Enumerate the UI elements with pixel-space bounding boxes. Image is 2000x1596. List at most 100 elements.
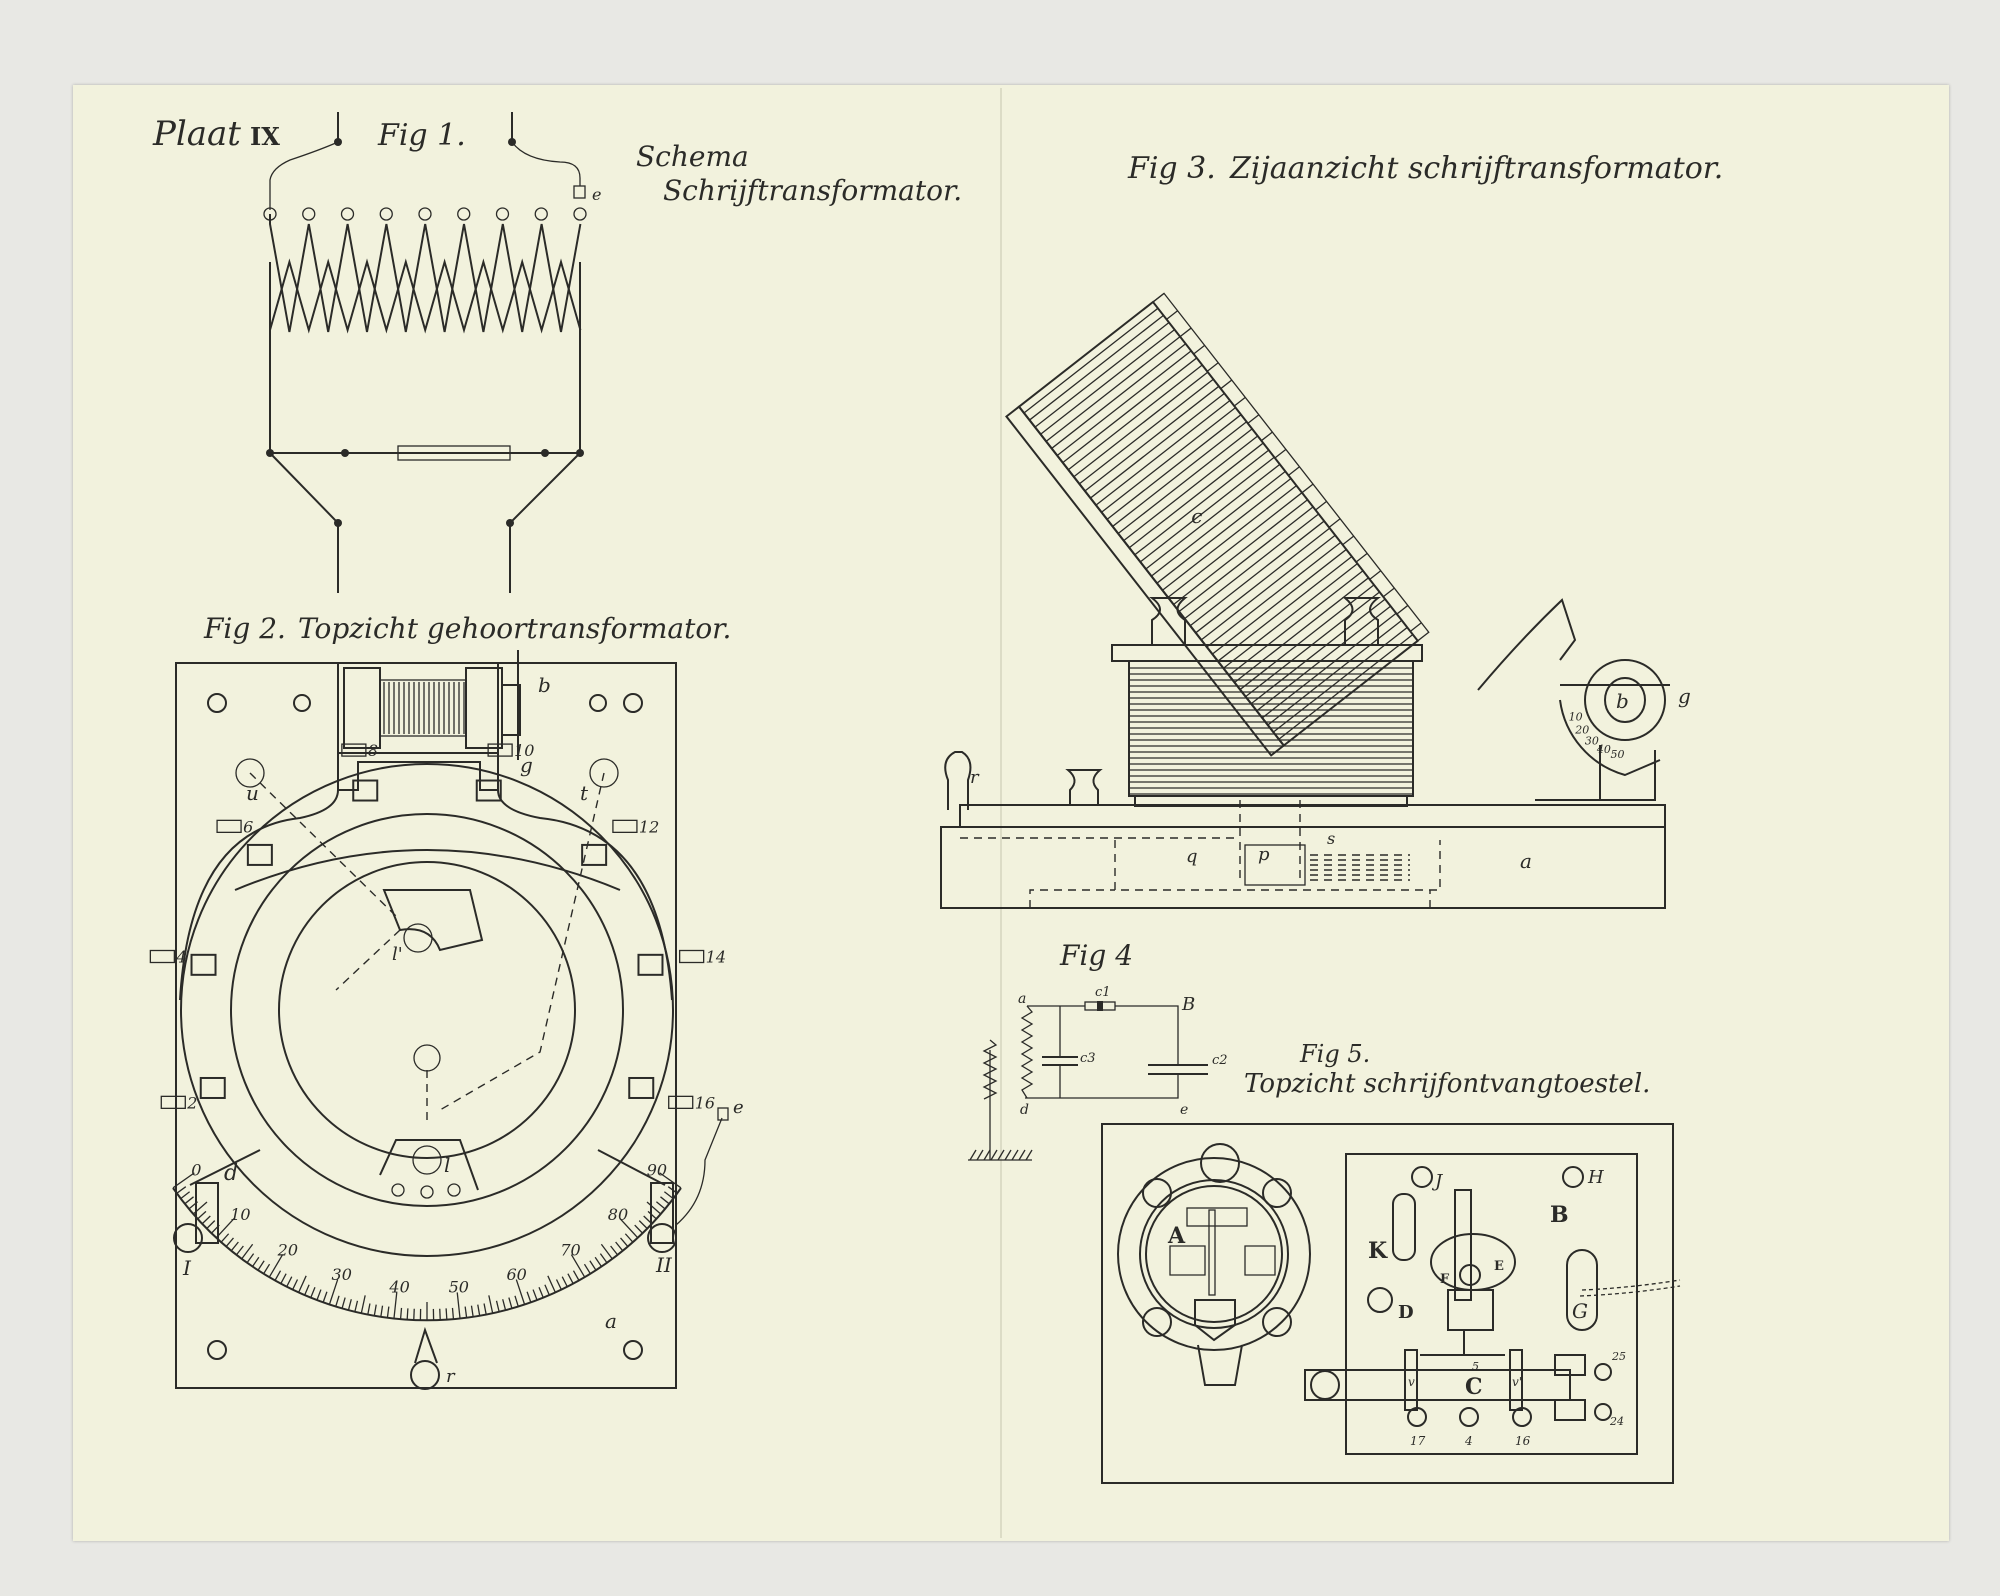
scale-tick (280, 1273, 287, 1284)
svg-text:c2: c2 (1212, 1053, 1228, 1068)
svg-text:s: s (1327, 829, 1335, 848)
scale-tick (583, 1263, 591, 1274)
coil-winding (1067, 364, 1203, 471)
coil-winding (1134, 449, 1270, 556)
svg-text:b: b (1616, 689, 1629, 713)
scale-tick (589, 1260, 597, 1271)
scale-tick (393, 1292, 398, 1319)
coil-segment (1179, 327, 1192, 338)
scale-tick (451, 1307, 455, 1319)
svg-text:H: H (1587, 1167, 1604, 1188)
contact-stud (628, 1076, 655, 1099)
scale-tick (286, 1276, 293, 1287)
contact-stud (678, 949, 705, 964)
svg-text:b: b (538, 673, 551, 697)
coil-winding (1206, 541, 1342, 648)
coil-segment (1206, 362, 1219, 372)
coil-winding (1123, 435, 1259, 542)
coil-winding (1167, 492, 1303, 598)
scale-tick (360, 1295, 366, 1314)
coil-winding (1156, 478, 1292, 584)
coil-winding (1034, 321, 1170, 428)
scale-label: 50 (1610, 748, 1624, 761)
scale-label: 50 (449, 1277, 469, 1296)
scale-tick (567, 1273, 574, 1284)
contact-stud (341, 743, 367, 757)
scale-tick (236, 1245, 244, 1256)
ground-hatch (1011, 1149, 1019, 1161)
svg-text:c1: c1 (1095, 985, 1111, 1000)
scale-tick (399, 1307, 403, 1319)
scale-label: 90 (647, 1160, 667, 1179)
svg-text:d: d (224, 1161, 238, 1186)
ground-hatch (990, 1149, 998, 1161)
coil-segment (1382, 587, 1395, 598)
scale-tick (406, 1308, 409, 1320)
svg-text:t: t (580, 781, 589, 805)
fig2-title: Fig 2. (203, 612, 286, 645)
terminal-circle (457, 207, 471, 221)
contact-number: 16 (695, 1093, 715, 1112)
scale-tick (488, 1295, 494, 1314)
coil-segment (1328, 518, 1341, 528)
scale-label: 30 (332, 1265, 352, 1284)
contact-stud (475, 779, 502, 802)
scale-tick (599, 1253, 608, 1263)
coil-segment (1342, 535, 1355, 546)
contact-stud (487, 743, 513, 757)
scale-tick (367, 1303, 371, 1315)
coil-winding (1073, 371, 1209, 478)
coil-segment (1315, 500, 1327, 511)
scale-tick (638, 1220, 648, 1229)
coil-winding (1078, 378, 1214, 485)
coil-segment (1396, 604, 1409, 615)
svg-text:p: p (1258, 844, 1270, 865)
scale-tick (620, 1237, 629, 1247)
fig3-side-view-transformer: Fig 3. Zijaanzicht schrijftransformator.… (940, 151, 1723, 909)
coil-winding (1023, 307, 1159, 414)
fig3-title: Fig 3. (1127, 151, 1216, 186)
scale-tick (594, 1256, 602, 1267)
scale-tick (526, 1291, 532, 1303)
coil-segment (1247, 414, 1260, 424)
fig2-caption: Topzicht gehoortransformator. (298, 612, 731, 645)
scale-tick (464, 1306, 468, 1318)
scale-tick (172, 1172, 195, 1189)
coil-winding (1090, 392, 1225, 499)
scale-tick (659, 1172, 682, 1189)
contact-number: 12 (639, 817, 659, 836)
ground-symbol (968, 1050, 1032, 1161)
svg-text:G: G (1572, 1299, 1588, 1323)
svg-text:J: J (1431, 1171, 1444, 1192)
fig3-caption: Zijaanzicht schrijftransformator. (1229, 151, 1723, 186)
coil-segment (1355, 552, 1368, 563)
coil-winding (1029, 314, 1164, 421)
scale-tick (225, 1237, 234, 1247)
ground-hatch (983, 1149, 991, 1161)
coil-winding (1145, 463, 1281, 570)
coil-segment (1220, 379, 1233, 390)
fig4-circuit: Fig 4 a B c1 c2 c3 d e (968, 939, 1228, 1161)
scale-label: 60 (506, 1265, 526, 1284)
contact-stud (637, 953, 664, 976)
svg-text:c3: c3 (1080, 1051, 1096, 1066)
coil-winding (1106, 414, 1242, 520)
terminal-circle (573, 207, 587, 221)
scale-tick (252, 1256, 260, 1267)
coil-winding (1045, 336, 1181, 442)
coil-winding (1200, 534, 1336, 641)
scale-label: 10 (1569, 711, 1583, 724)
svg-text:II: II (655, 1253, 673, 1277)
svg-text:g: g (520, 753, 533, 777)
coil-winding (1267, 619, 1403, 726)
coil-winding (1195, 527, 1331, 634)
scale-tick (656, 1201, 666, 1210)
coil-winding (1051, 343, 1187, 449)
coil-winding (1178, 506, 1314, 613)
coil-winding (1239, 584, 1375, 691)
scale-tick (268, 1254, 284, 1278)
scale-tick (341, 1297, 346, 1309)
coil-spring-left (269, 141, 339, 210)
coil-winding (1256, 605, 1392, 712)
scale-label: 70 (560, 1240, 580, 1259)
